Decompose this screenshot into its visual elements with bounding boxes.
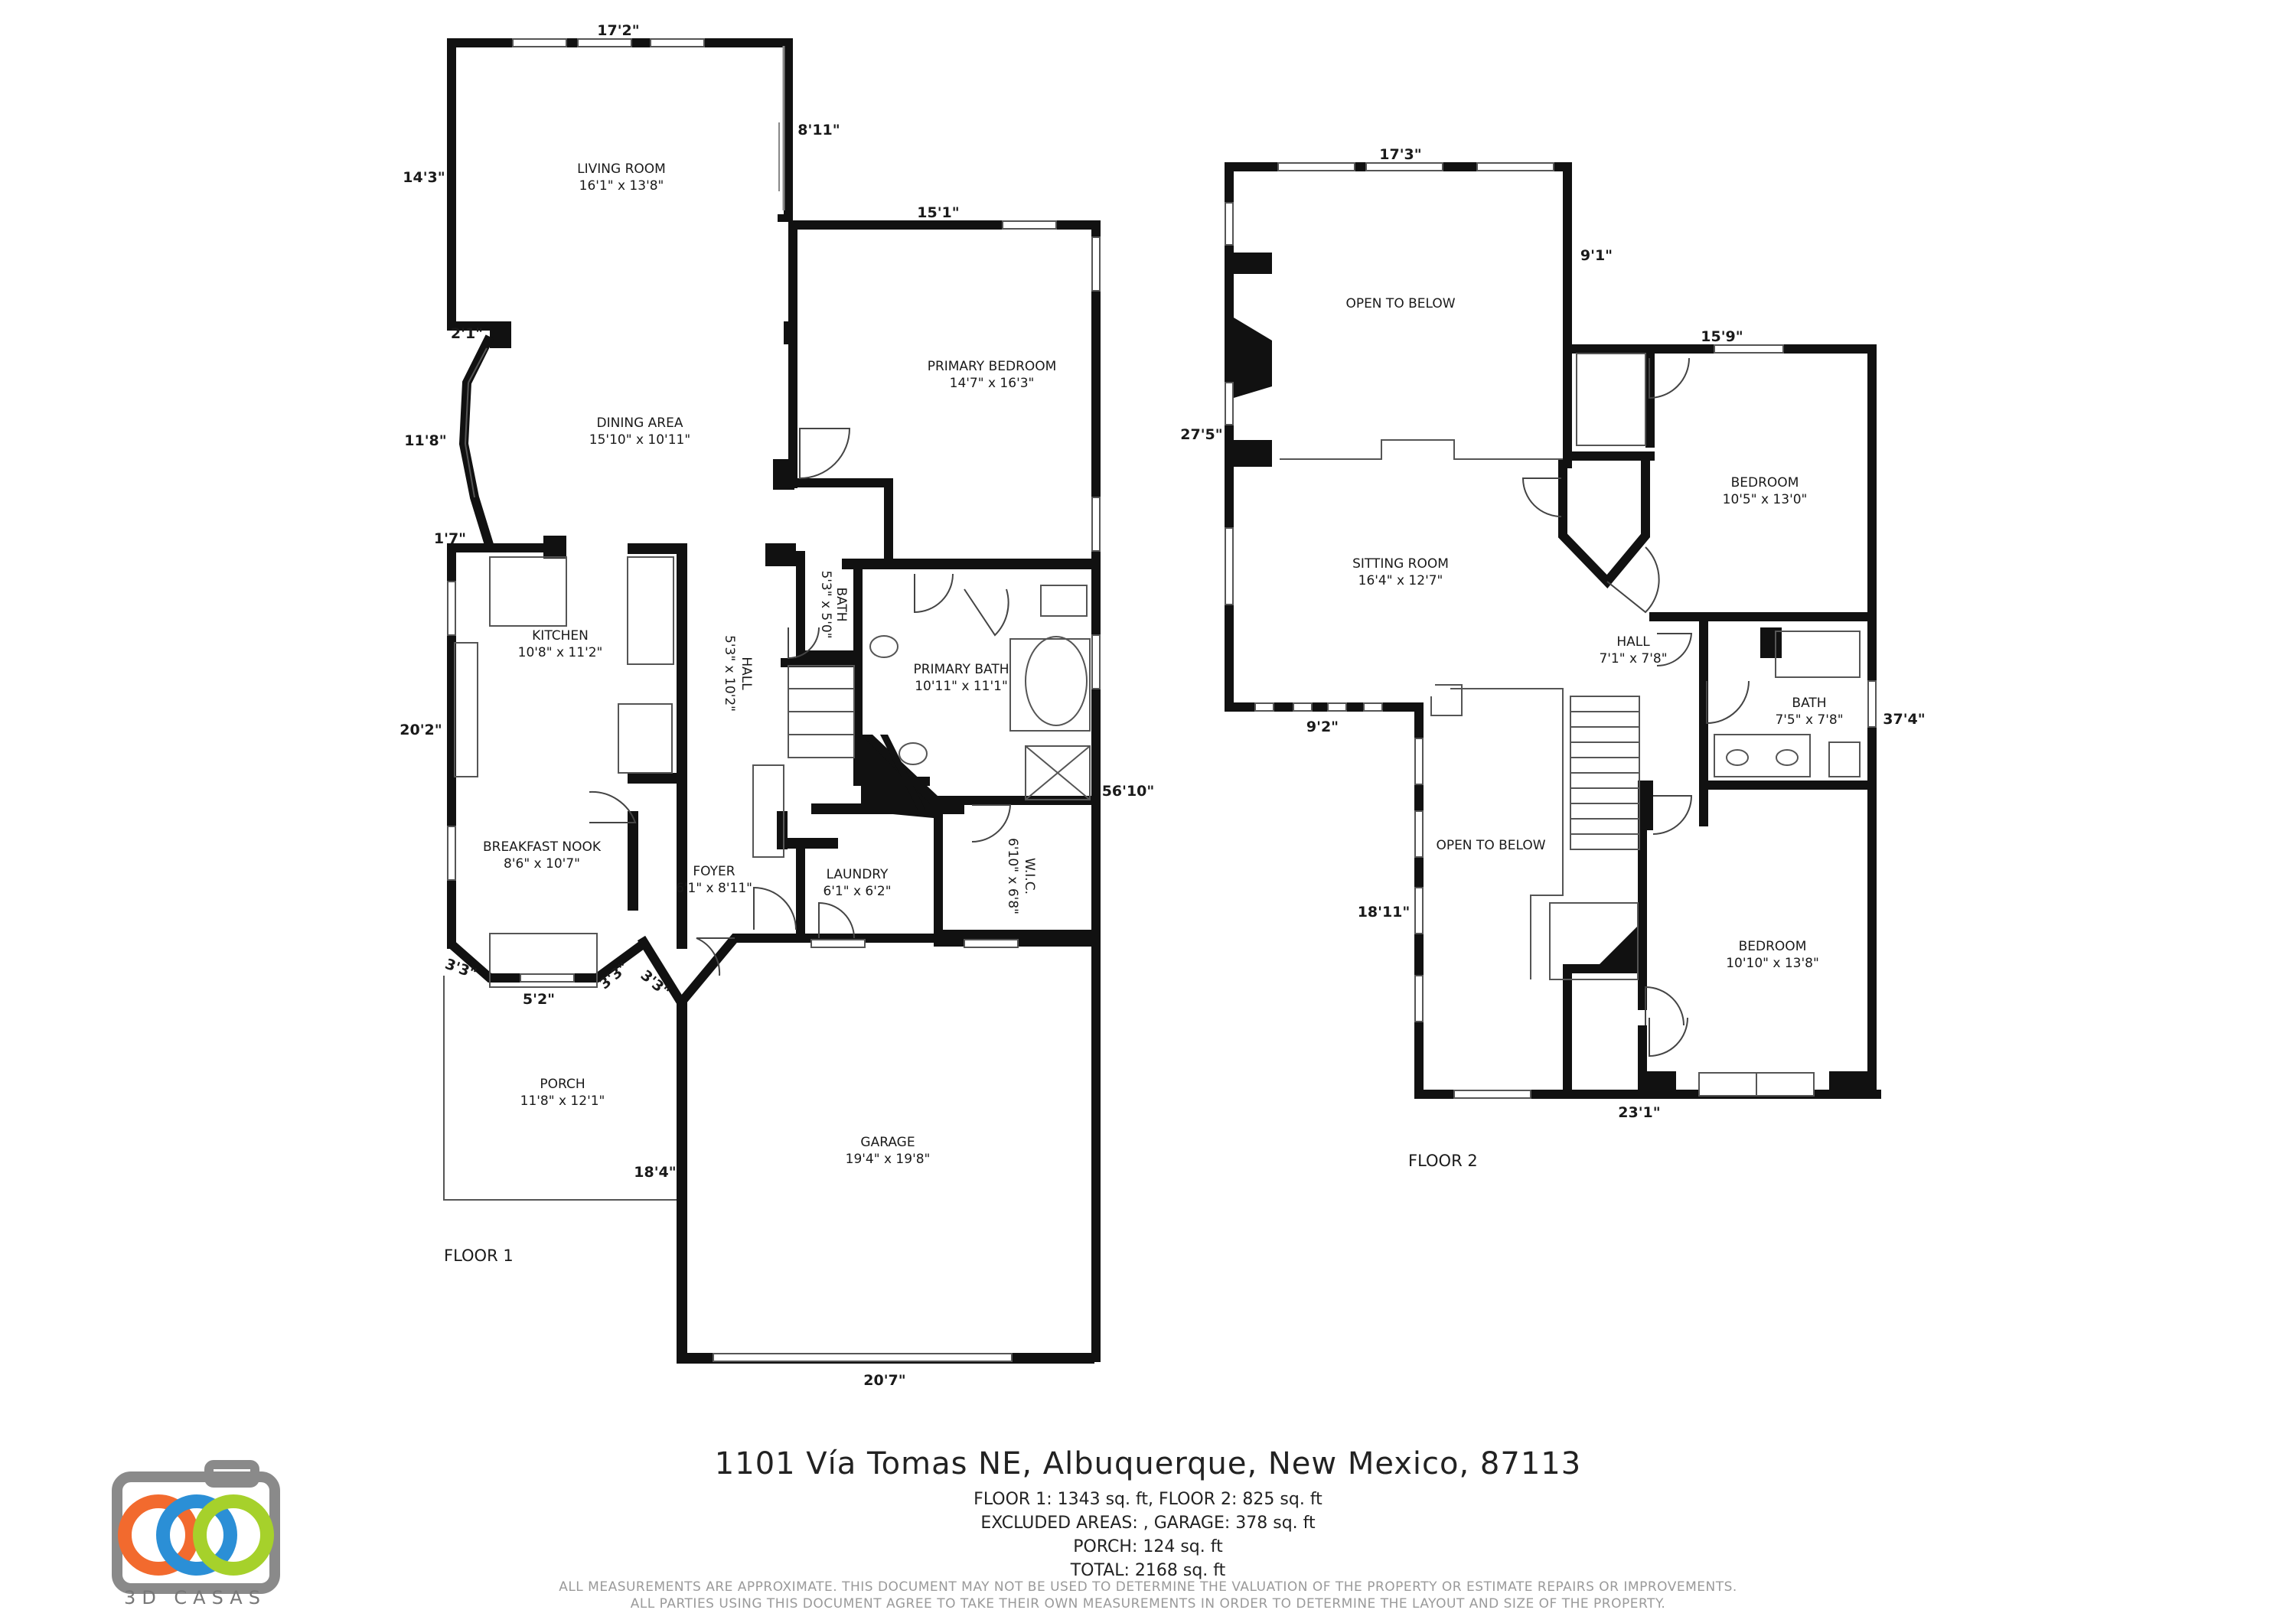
room-dims-hall2: 7'1" x 7'8" [1599,651,1667,666]
logo-wordmark: 3D CASAS [124,1587,266,1608]
floor-1-measurements: 17'2" 8'11" 14'3" 15'1" 2'1" 11'8" 1'7" … [400,22,1154,1389]
room-dims-bedroom-1: 10'5" x 13'0" [1723,492,1808,507]
room-dims-dining: 15'10" x 10'11" [589,432,690,448]
measurement-f2-right: 37'4" [1883,711,1925,728]
green-ring-icon [193,1494,274,1576]
room-name-hall: HALL [739,657,754,690]
room-name-hall2: HALL [1616,634,1650,650]
room-name-breakfast-nook: BREAKFAST NOOK [483,839,602,855]
porch-outline [443,976,681,1201]
room-dims-hall: 5'3" x 10'2" [722,635,737,712]
room-name-bedroom-2: BEDROOM [1739,939,1807,954]
floor-1-windows [447,38,1101,1362]
area-floors: FLOOR 1: 1343 sq. ft, FLOOR 2: 825 sq. f… [974,1490,1322,1509]
room-dims-primary-bedroom: 14'7" x 16'3" [950,376,1035,391]
measurement-bay-top: 2'1" [451,325,483,342]
company-logo [112,1460,280,1594]
area-total: TOTAL: 2168 sq. ft [1070,1561,1226,1580]
camera-top-icon [204,1460,259,1488]
room-name-laundry: LAUNDRY [827,867,889,882]
room-dims-garage: 19'4" x 19'8" [846,1152,931,1167]
measurement-living-left: 14'3" [403,169,445,186]
area-porch: PORCH: 124 sq. ft [1073,1537,1223,1556]
measurement-bedroom-top: 15'1" [917,204,959,221]
room-dims-breakfast-nook: 8'6" x 10'7" [504,856,580,872]
measurement-right-side: 56'10" [1102,783,1155,800]
disclaimer-line-2: ALL PARTIES USING THIS DOCUMENT AGREE TO… [630,1596,1666,1612]
measurement-bay-side: 11'8" [404,432,446,449]
floor-2-fixtures [1280,353,1861,980]
measurement-f2-bottom: 23'1" [1618,1104,1660,1121]
area-excluded: EXCLUDED AREAS: , GARAGE: 378 sq. ft [980,1514,1316,1533]
orange-ring-icon [118,1494,199,1576]
measurement-living-right: 8'11" [797,122,840,139]
room-name-porch: PORCH [540,1077,585,1092]
room-dims-kitchen: 10'8" x 11'2" [518,645,603,660]
measurement-f2-top: 17'3" [1379,146,1421,163]
room-name-primary-bath: PRIMARY BATH [913,662,1009,677]
room-name-primary-bedroom: PRIMARY BEDROOM [928,359,1057,374]
room-dims-laundry: 6'1" x 6'2" [823,884,891,899]
room-name-kitchen: KITCHEN [532,628,589,644]
area-summary: FLOOR 1: 1343 sq. ft, FLOOR 2: 825 sq. f… [0,1488,2296,1582]
room-dims-sitting: 16'4" x 12'7" [1358,573,1443,588]
floor-1-room-labels: LIVING ROOM 16'1" x 13'8" DINING AREA 15… [483,161,1056,1167]
measurement-top: 17'2" [597,22,639,39]
measurement-nook-bottom: 5'2" [523,991,555,1008]
disclaimer-line-1: ALL MEASUREMENTS ARE APPROXIMATE. THIS D… [559,1579,1737,1595]
room-name-living: LIVING ROOM [577,161,666,177]
floor-1-walls [447,38,1101,1364]
floor-2-windows [1225,162,1877,1099]
room-dims-bath: 5'3" x 5'0" [818,570,833,638]
room-name-foyer: FOYER [693,864,735,879]
room-dims-living: 16'1" x 13'8" [579,178,664,194]
measurement-garage-bottom: 20'7" [863,1372,905,1389]
room-dims-wic: 6'10" x 6'8" [1005,838,1020,914]
room-dims-bath2: 7'5" x 7'8" [1775,712,1843,728]
measurement-f2-open-left: 18'11" [1358,904,1411,921]
floor-2-measurements: 17'3" 9'1" 15'9" 27'5" 9'2" 37'4" 18'11"… [1180,146,1925,1121]
floor-2-plan: OPEN TO BELOW BEDROOM 10'5" x 13'0" SITT… [1180,146,1925,1170]
floor-1-label: FLOOR 1 [444,1247,514,1265]
measurement-bay-bottom: 1'7" [434,530,466,547]
room-dims-foyer: 6'1" x 8'11" [676,881,752,896]
measurement-f2-sitting-bottom: 9'2" [1306,719,1339,735]
room-name-bath2: BATH [1792,696,1826,711]
measurement-f2-left: 27'5" [1180,426,1222,443]
measurement-left-side: 20'2" [400,722,442,738]
floor-2-room-labels: OPEN TO BELOW BEDROOM 10'5" x 13'0" SITT… [1345,296,1843,971]
floor-2-label: FLOOR 2 [1408,1152,1478,1170]
room-name-dining: DINING AREA [597,416,683,431]
measurement-f2-bedroom-top: 15'9" [1701,328,1743,345]
floor-1-fixtures [454,556,1091,988]
property-address: 1101 Vía Tomas NE, Albuquerque, New Mexi… [714,1446,1582,1481]
disclaimer: ALL MEASUREMENTS ARE APPROXIMATE. THIS D… [0,1579,2296,1612]
room-dims-porch: 11'8" x 12'1" [520,1093,605,1109]
blue-ring-icon [156,1494,237,1576]
floor-1-plan: LIVING ROOM 16'1" x 13'8" DINING AREA 15… [400,22,1154,1389]
room-dims-primary-bath: 10'11" x 11'1" [915,679,1008,694]
room-name-bath: BATH [833,587,849,621]
measurement-garage-left: 18'4" [634,1164,676,1181]
room-name-sitting: SITTING ROOM [1352,556,1449,572]
camera-frame-icon [112,1471,280,1594]
floor-1-doors [589,428,1012,976]
floor-plan: LIVING ROOM 16'1" x 13'8" DINING AREA 15… [400,22,1925,1389]
measurement-nook-right: 3'3" [596,959,631,992]
room-name-wic: W.I.C. [1022,858,1037,895]
room-name-open-below-1: OPEN TO BELOW [1345,296,1455,311]
room-name-garage: GARAGE [860,1135,915,1150]
room-name-open-below-2: OPEN TO BELOW [1436,838,1545,853]
room-dims-bedroom-2: 10'10" x 13'8" [1726,956,1819,971]
room-name-bedroom-1: BEDROOM [1731,475,1799,490]
floor-2-doors [1521,357,1750,1058]
measurement-f2-right-top: 9'1" [1580,247,1613,264]
